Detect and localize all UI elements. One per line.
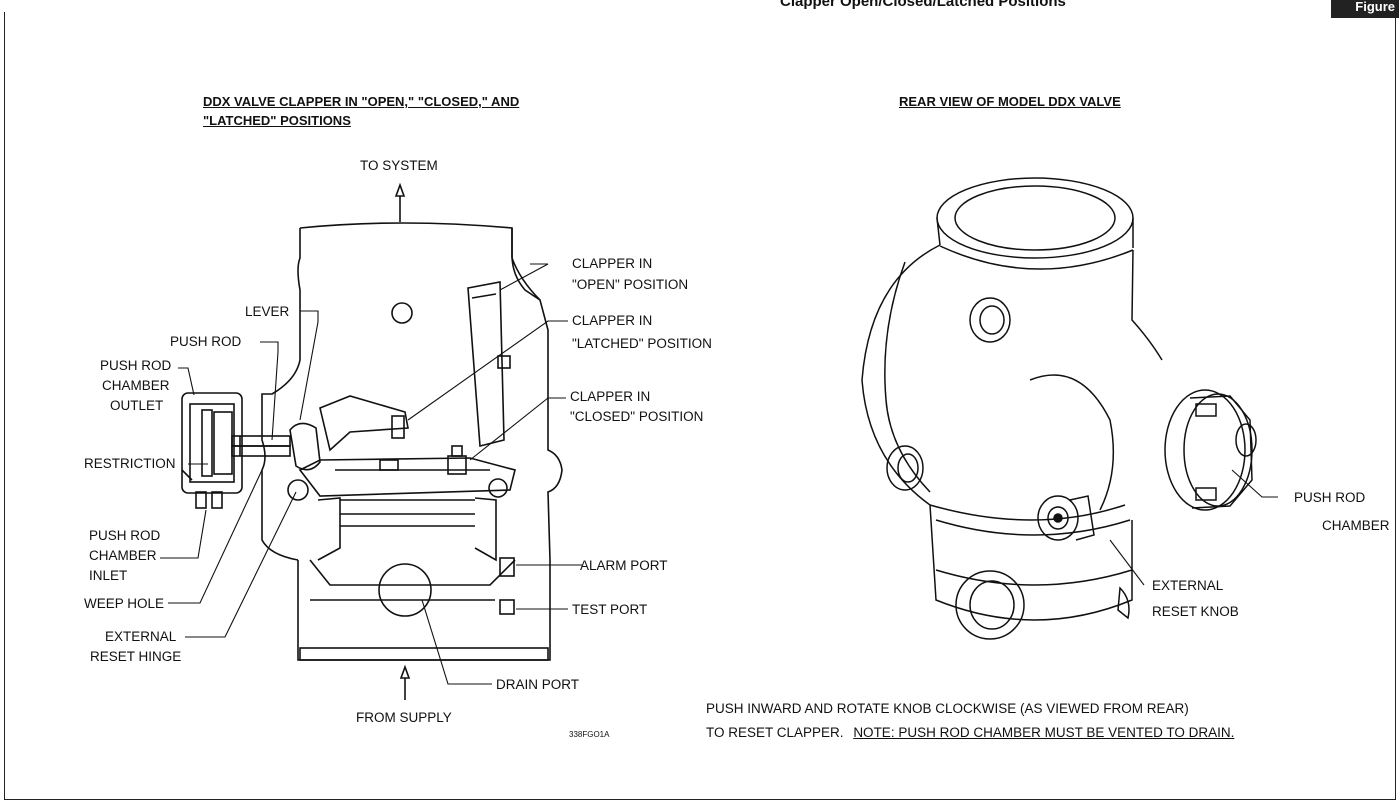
label-prc-outlet-2: CHAMBER bbox=[102, 378, 170, 393]
body-port-circle bbox=[391, 302, 413, 324]
label-push-rod-chamber-1: PUSH ROD bbox=[1294, 490, 1366, 505]
figure-tab: Figure bbox=[1331, 0, 1399, 18]
label-prc-inlet-3: INLET bbox=[89, 568, 128, 583]
rear-view-valve bbox=[861, 177, 1257, 640]
label-test-port: TEST PORT bbox=[572, 602, 648, 617]
label-weep-hole: WEEP HOLE bbox=[84, 596, 165, 611]
clapper-latched bbox=[319, 395, 409, 452]
label-ext-hinge-1: EXTERNAL bbox=[105, 629, 177, 644]
to-system-arrow bbox=[394, 182, 406, 222]
label-clapper-open-2: "OPEN" POSITION bbox=[572, 277, 689, 292]
push-rod-chamber bbox=[181, 392, 243, 509]
label-reset-knob-2: RESET KNOB bbox=[1152, 604, 1239, 619]
label-lever: LEVER bbox=[245, 304, 290, 319]
label-prc-outlet-1: PUSH ROD bbox=[100, 358, 172, 373]
label-ext-hinge-2: RESET HINGE bbox=[90, 649, 182, 664]
from-supply-arrow bbox=[399, 664, 411, 700]
reset-knob bbox=[1037, 495, 1079, 541]
clapper-closed bbox=[298, 457, 516, 497]
note-line2: TO RESET CLAPPER. NOTE: PUSH ROD CHAMBER… bbox=[706, 722, 1234, 744]
rear-push-rod-chamber bbox=[1164, 389, 1257, 511]
from-supply-label: FROM SUPPLY bbox=[356, 710, 452, 725]
label-clapper-closed-2: "CLOSED" POSITION bbox=[570, 409, 704, 424]
drain-port-circle bbox=[378, 563, 432, 617]
label-push-rod-chamber-2: CHAMBER bbox=[1322, 518, 1390, 533]
right-title: REAR VIEW OF MODEL DDX VALVE bbox=[899, 94, 1121, 109]
label-clapper-open-1: CLAPPER IN bbox=[572, 256, 653, 271]
clapper-open bbox=[467, 281, 505, 448]
to-system-label: TO SYSTEM bbox=[360, 158, 438, 173]
top-bar bbox=[0, 0, 1399, 12]
drawing-id: 338FGO1A bbox=[569, 730, 610, 739]
label-drain-port: DRAIN PORT bbox=[496, 677, 580, 692]
label-restriction: RESTRICTION bbox=[84, 456, 176, 471]
note-line2-a: TO RESET CLAPPER. bbox=[706, 725, 844, 740]
label-clapper-latched-1: CLAPPER IN bbox=[572, 313, 653, 328]
label-reset-knob-1: EXTERNAL bbox=[1152, 578, 1224, 593]
left-title-line1: DDX VALVE CLAPPER IN "OPEN," "CLOSED," A… bbox=[203, 94, 520, 109]
label-clapper-latched-2: "LATCHED" POSITION bbox=[572, 336, 712, 351]
label-prc-outlet-3: OUTLET bbox=[110, 398, 164, 413]
label-prc-inlet-2: CHAMBER bbox=[89, 548, 157, 563]
note-line1: PUSH INWARD AND ROTATE KNOB CLOCKWISE (A… bbox=[706, 701, 1189, 716]
label-push-rod: PUSH ROD bbox=[170, 334, 242, 349]
note-line2-b: NOTE: PUSH ROD CHAMBER MUST BE VENTED TO… bbox=[853, 725, 1235, 740]
label-prc-inlet-1: PUSH ROD bbox=[89, 528, 161, 543]
label-clapper-closed-1: CLAPPER IN bbox=[570, 389, 651, 404]
header-title: Clapper Open/Closed/Latched Positions bbox=[780, 0, 1066, 10]
push-rod bbox=[231, 435, 291, 457]
left-title-line2: "LATCHED" POSITIONS bbox=[203, 113, 351, 128]
label-alarm-port: ALARM PORT bbox=[580, 558, 668, 573]
